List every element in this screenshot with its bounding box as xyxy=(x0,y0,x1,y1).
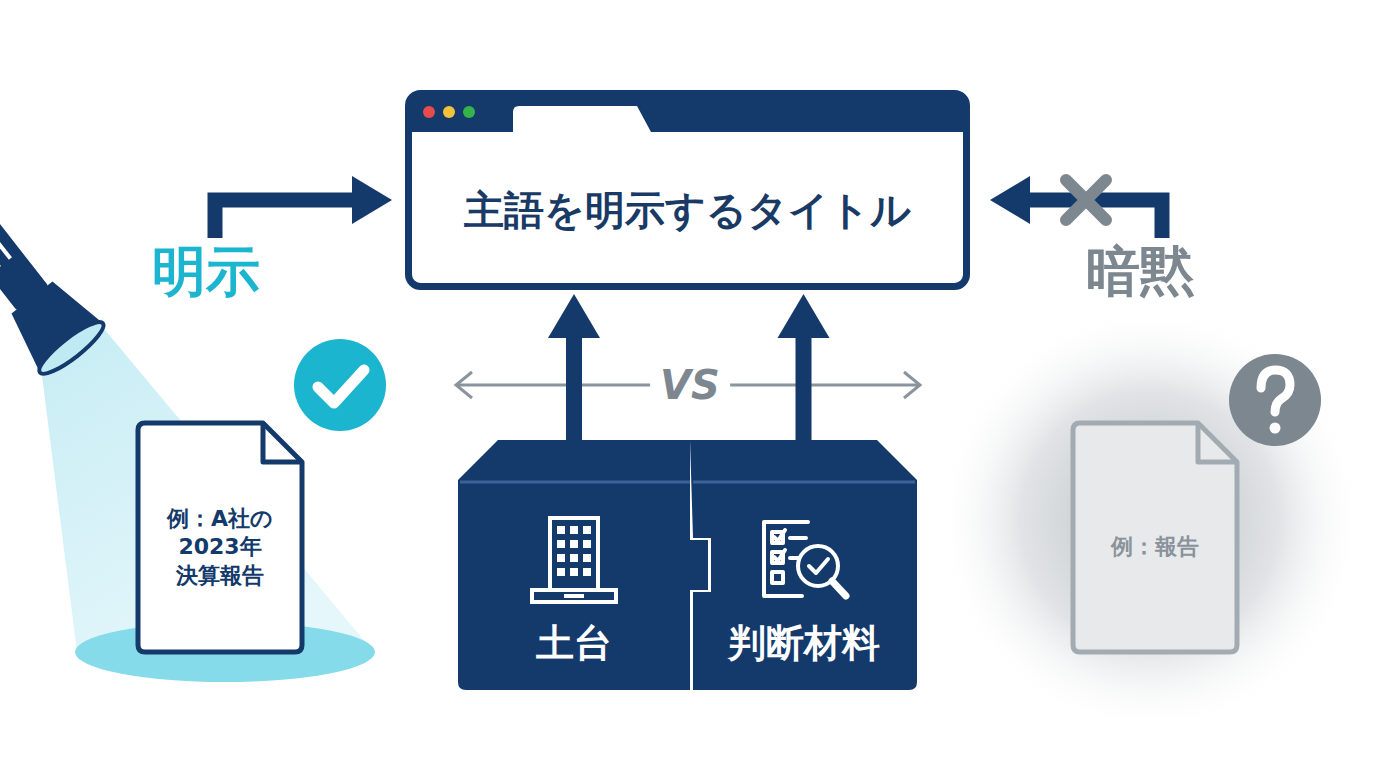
shape-part xyxy=(790,556,798,560)
fog xyxy=(935,305,1365,735)
node-text: 判断材料 xyxy=(728,619,880,668)
puzzle-piece: 土台 xyxy=(458,440,690,690)
lid-edge xyxy=(460,481,690,484)
shape-part xyxy=(532,590,616,602)
up-arrow xyxy=(778,294,830,440)
cross-mark xyxy=(1066,180,1106,220)
explicit-arrow xyxy=(215,200,360,238)
shape-part xyxy=(564,594,584,598)
window-header xyxy=(409,94,967,133)
implicit-label: 暗黙 xyxy=(1086,240,1194,305)
shape-part xyxy=(832,581,846,596)
arrow-head xyxy=(778,294,830,338)
puzzle-outline xyxy=(690,440,917,690)
vs-arrow-head xyxy=(456,372,472,398)
node-text: 土台 xyxy=(536,619,612,668)
building-window xyxy=(583,526,591,534)
building-window xyxy=(570,540,578,548)
window-dot xyxy=(463,106,475,118)
window-dot xyxy=(443,106,455,118)
shape-part xyxy=(772,572,783,583)
building-window xyxy=(557,568,565,576)
flashlight-icon xyxy=(0,199,109,381)
node-text: 例：A社の 2023年 決算報告 xyxy=(153,505,287,591)
shape-part xyxy=(774,530,785,541)
building-window xyxy=(557,554,565,562)
arrow-shaft xyxy=(566,338,582,440)
building-window xyxy=(583,554,591,562)
vs-arrow-head xyxy=(904,372,920,398)
question-badge xyxy=(1229,354,1321,446)
window-dot xyxy=(423,106,435,118)
document-outline xyxy=(138,423,302,652)
arrow-head xyxy=(352,176,392,224)
document-fold xyxy=(1198,423,1237,462)
document-outline xyxy=(1073,423,1237,652)
document-implicit: 例：報告 xyxy=(1070,420,1240,655)
building-window xyxy=(557,540,565,548)
vs-label: VS xyxy=(650,361,730,409)
arrow-head xyxy=(990,176,1030,224)
building-window xyxy=(570,526,578,534)
question-dot xyxy=(1270,423,1281,434)
building-window xyxy=(583,568,591,576)
shape-part xyxy=(550,518,598,590)
arrow-head xyxy=(548,294,600,338)
question-mark xyxy=(1261,370,1290,412)
building-window xyxy=(570,568,578,576)
document-fold xyxy=(263,423,302,462)
puzzle-outline xyxy=(458,440,708,690)
arrow-shaft xyxy=(796,338,812,440)
window-frame xyxy=(409,94,967,287)
puzzle-piece: 判断材料 xyxy=(690,440,917,690)
explicit-label: 明示 xyxy=(152,240,260,305)
building-window xyxy=(583,540,591,548)
node-text: 例：報告 xyxy=(1088,533,1222,562)
shape-part xyxy=(774,550,785,561)
lid-edge xyxy=(693,481,915,484)
window-tab xyxy=(513,106,651,132)
browser-window: 主語を明示するタイトル xyxy=(405,90,970,290)
up-arrow xyxy=(548,294,600,440)
building-window xyxy=(557,526,565,534)
building-window xyxy=(570,554,578,562)
checklist-icon xyxy=(764,522,846,596)
check-mark xyxy=(318,370,364,403)
shape-part xyxy=(809,559,828,573)
shape-part xyxy=(558,600,590,604)
shape-part xyxy=(790,536,806,540)
check-badge xyxy=(294,339,386,431)
document-explicit: 例：A社の 2023年 決算報告 xyxy=(135,420,305,655)
node-text: 主語を明示するタイトル xyxy=(464,184,911,236)
building-icon xyxy=(532,518,616,602)
